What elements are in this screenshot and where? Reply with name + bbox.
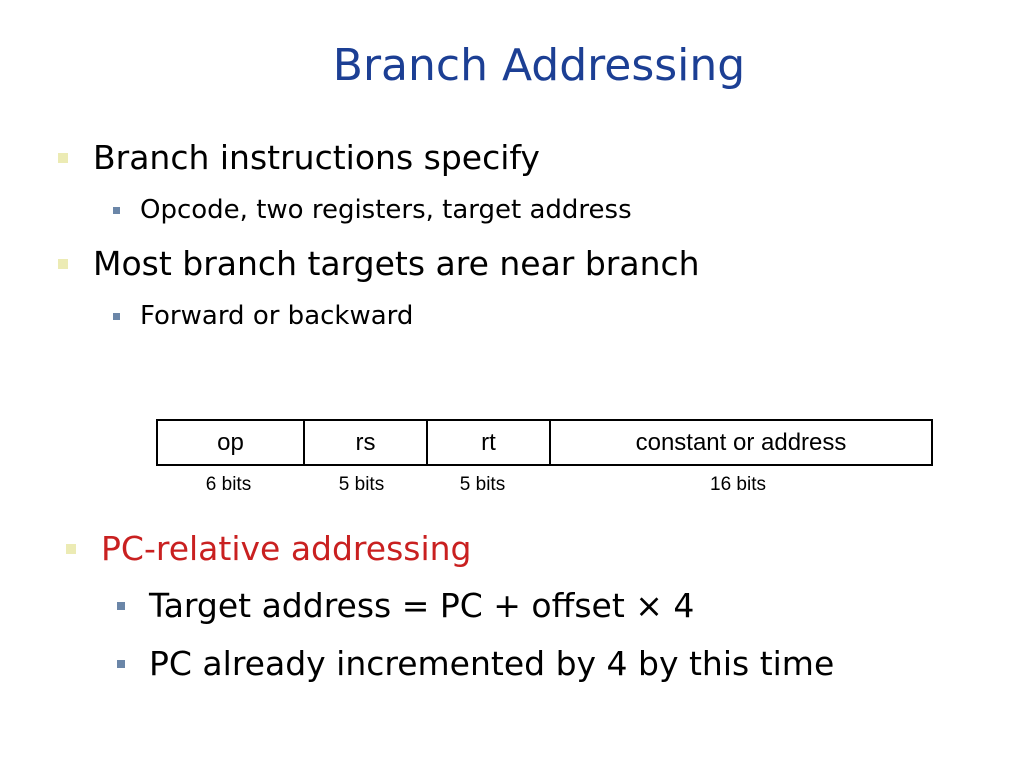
slide-title: Branch Addressing [332, 40, 746, 91]
instruction-format-row: op rs rt constant or address [156, 419, 933, 466]
bullet-branch-targets: Most branch targets are near branch [58, 244, 700, 284]
bullet-text: Branch instructions specify [93, 138, 540, 177]
instruction-format-table: op rs rt constant or address [156, 419, 933, 466]
field-constant-address: constant or address [549, 419, 933, 466]
sub-bullet-text: PC already incremented by 4 by this time [149, 644, 835, 683]
sub-bullet-text: Opcode, two registers, target address [140, 195, 632, 225]
square-bullet-icon [117, 602, 125, 610]
sub-bullet-text: Forward or backward [140, 301, 414, 331]
square-bullet-icon [113, 312, 120, 320]
square-bullet-icon [58, 153, 68, 163]
square-bullet-icon [58, 259, 68, 269]
bullet-pc-relative: PC-relative addressing [66, 529, 472, 569]
square-bullet-icon [66, 544, 76, 554]
sub-bullet-pc-incremented: PC already incremented by 4 by this time [117, 644, 834, 684]
bullet-text: Most branch targets are near branch [93, 244, 700, 283]
sub-bullet-opcode: Opcode, two registers, target address [113, 194, 632, 226]
field-width-rs: 5 bits [338, 474, 385, 495]
field-width-constant: 16 bits [710, 474, 766, 495]
field-widths: 6 bits 5 bits 5 bits 16 bits [156, 474, 933, 496]
bullet-text: PC-relative addressing [101, 529, 472, 568]
bullet-branch-instructions: Branch instructions specify [58, 138, 540, 178]
sub-bullet-target-address: Target address = PC + offset × 4 [117, 586, 694, 626]
field-width-op: 6 bits [205, 474, 252, 495]
square-bullet-icon [117, 660, 125, 668]
field-op: op [156, 419, 305, 466]
sub-bullet-text: Target address = PC + offset × 4 [149, 586, 695, 625]
square-bullet-icon [113, 206, 120, 214]
sub-bullet-forward-backward: Forward or backward [113, 300, 413, 332]
field-rt: rt [426, 419, 551, 466]
field-width-rt: 5 bits [459, 474, 506, 495]
field-rs: rs [303, 419, 428, 466]
